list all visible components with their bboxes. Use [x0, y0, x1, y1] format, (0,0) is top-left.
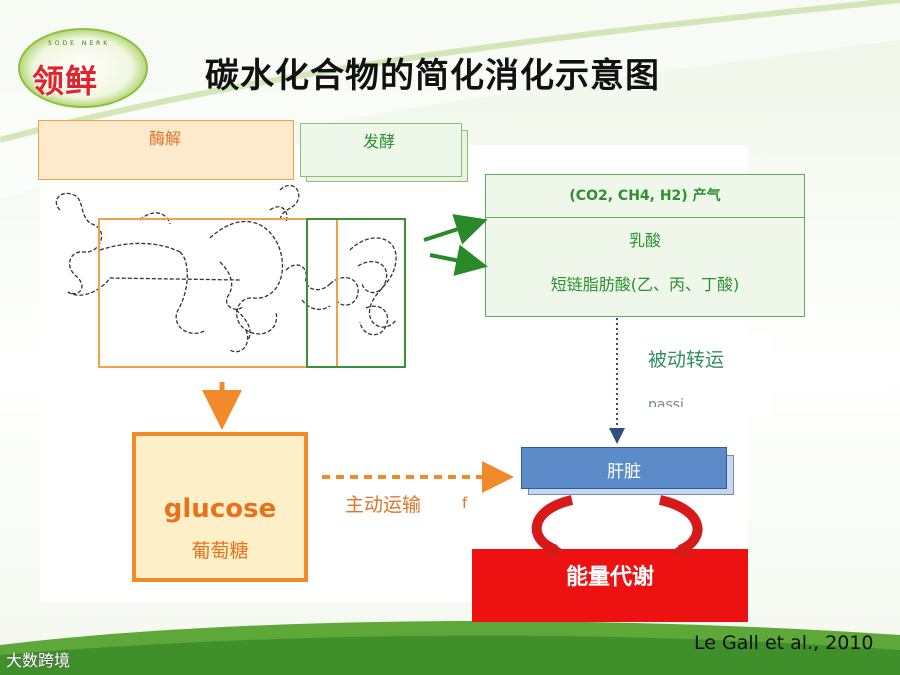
fermentation-box: 发酵: [300, 123, 462, 177]
small-intestine-frame: [98, 218, 338, 368]
arrow-to-acid-products: [429, 244, 488, 276]
background-swoosh-top: [0, 0, 900, 200]
active-transport-label: 主动运输: [345, 494, 422, 516]
citation: Le Gall et al., 2010: [694, 632, 874, 654]
large-intestine-frame: [306, 218, 406, 368]
background-swoosh-bottom: [0, 621, 900, 675]
liver-box: 肝脏: [521, 447, 727, 489]
scfa-label: 短链脂肪酸(乙、丙、丁酸): [550, 275, 740, 294]
active-transport-fragment: f: [462, 494, 468, 512]
brand-logo: SODE NERK 领鲜: [18, 28, 148, 108]
glucose-chinese-label: 葡萄糖: [191, 540, 249, 562]
logo-badge: [18, 28, 148, 108]
passive-transport-card: 被动转运 passi: [640, 335, 770, 415]
products-divider: [486, 217, 804, 218]
slide-title: 碳水化合物的简化消化示意图: [205, 56, 660, 96]
energy-metabolism-box: 能量代谢: [472, 549, 748, 622]
enzymolysis-label: 酶解: [149, 129, 182, 148]
watermark: 大数跨境: [6, 651, 71, 670]
passive-transport-faded-text: passi: [648, 397, 684, 407]
glucose-box: glucose 葡萄糖: [132, 432, 308, 582]
liver-label: 肝脏: [607, 462, 641, 482]
fermentation-label: 发酵: [363, 132, 396, 151]
energy-metabolism-label: 能量代谢: [565, 565, 654, 590]
enzymolysis-box: 酶解: [38, 120, 294, 180]
lactic-acid-label: 乳酸: [628, 231, 661, 250]
arrow-to-gas-products: [423, 214, 488, 245]
gas-products: (CO2, CH4, H2) 产气: [569, 188, 721, 204]
liver-to-energy-arrow-left: [531, 495, 574, 555]
passive-transport-label: 被动转运: [648, 349, 725, 371]
glucose-english-label: glucose: [163, 494, 277, 524]
liver-to-energy-arrow-right: [658, 495, 703, 555]
fermentation-products-box: (CO2, CH4, H2) 产气 乳酸 短链脂肪酸(乙、丙、丁酸): [485, 174, 805, 317]
logo-text: 领鲜: [32, 62, 99, 100]
logo-arc-text: SODE NERK: [48, 40, 111, 47]
